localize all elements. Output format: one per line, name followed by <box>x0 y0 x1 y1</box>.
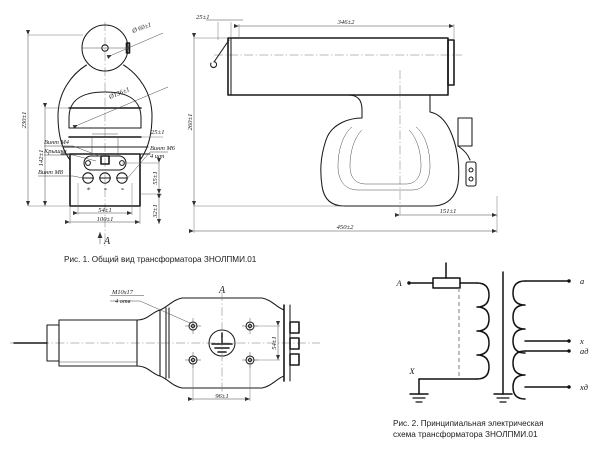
side-bolt-1 <box>468 167 474 173</box>
svg-text:Винт М8: Винт М8 <box>38 169 64 176</box>
svg-text:A: A <box>103 236 111 247</box>
svg-text:151±1: 151±1 <box>440 208 457 215</box>
core-line <box>493 271 513 403</box>
bottom-terminal-1 <box>289 321 300 334</box>
figure2-caption: Рис. 2. Принципиальная электрическая схе… <box>393 418 544 440</box>
dimension-142: 142±1 <box>38 103 69 206</box>
terminal-dot-sec-a <box>567 279 571 283</box>
terminal-mark-right: ⌁ <box>120 186 124 193</box>
dimension-54-front: 54±1 <box>73 183 133 215</box>
svg-text:4 отв: 4 отв <box>115 298 131 305</box>
figure1-caption: Рис. 1. Общий вид трансформатора ЗНОЛПМИ… <box>64 255 257 264</box>
terminal-dot-a <box>407 281 411 285</box>
hook-stem <box>213 39 230 63</box>
cover-screw-left <box>85 160 91 166</box>
dimension-230: 230±1 <box>21 30 83 207</box>
side-terminal-lead <box>457 145 471 161</box>
inner-channel-outer <box>337 126 431 191</box>
figure2-caption-line2: схема трансформатора ЗНОЛПМИ.01 <box>393 430 538 440</box>
side-bolt-2 <box>468 176 474 182</box>
front-view: ⌖ ⌁ ⌁ Ø 60±1 Ø136±1 230±1 142±1 <box>21 21 176 248</box>
mounting-holes <box>185 318 258 368</box>
dimension-260: 260±1 <box>187 33 344 207</box>
terminal-mark-center: ⌁ <box>103 186 107 193</box>
svg-text:25±1: 25±1 <box>151 129 165 136</box>
secondary-winding-aux <box>512 350 526 400</box>
side-small-box <box>465 161 477 187</box>
svg-text:A: A <box>218 285 226 296</box>
dimension-346: 346±2 <box>234 19 455 40</box>
svg-text:142±1: 142±1 <box>38 150 45 167</box>
dimension-450: 450±2 <box>189 206 498 233</box>
svg-text:55±1: 55±1 <box>152 171 159 185</box>
side-terminal-box <box>457 117 473 147</box>
figure2-caption-line1: Рис. 2. Принципиальная электрическая <box>393 419 544 428</box>
svg-text:100±1: 100±1 <box>97 216 114 223</box>
secondary-winding-main <box>512 280 526 354</box>
terminal-box <box>69 153 141 207</box>
svg-text:230±1: 230±1 <box>21 112 28 129</box>
svg-text:x: x <box>579 337 584 346</box>
svg-text:xд: xд <box>579 383 588 392</box>
svg-text:346±2: 346±2 <box>337 19 356 26</box>
dimension-96: 96±1 <box>188 364 251 401</box>
bottom-terminal-2 <box>289 337 300 350</box>
body-profile <box>227 94 460 207</box>
bottom-terminal-3 <box>289 353 300 366</box>
svg-text:aд: aд <box>580 347 588 356</box>
hook-eye <box>210 61 218 69</box>
bushing-tab <box>125 42 131 54</box>
svg-text:54±1: 54±1 <box>98 207 112 214</box>
svg-text:4 шт: 4 шт <box>150 153 165 160</box>
section-arrow-a: A <box>97 232 111 247</box>
cover-screw-center <box>100 155 110 165</box>
inner-channel-inner <box>349 129 422 185</box>
side-view: 25±1 346±2 260±1 151±1 450±2 <box>187 14 498 233</box>
svg-text:Винт М6: Винт М6 <box>150 145 176 152</box>
side-tank-top <box>227 37 449 96</box>
primary-winding <box>476 282 490 380</box>
terminal-dot-aux-x <box>567 385 571 389</box>
terminal-mark-left: ⌖ <box>86 186 91 193</box>
svg-text:A: A <box>395 279 402 288</box>
leader-screw-m6: Винт М6 4 шт <box>125 145 176 181</box>
ground-x <box>409 378 429 403</box>
dimension-54-bottom: 54±1 <box>254 321 280 361</box>
leader-hole-m10: М10х17 4 отв <box>110 289 191 324</box>
svg-text:25±1: 25±1 <box>196 14 210 21</box>
leader-cover: Крышка <box>43 148 97 162</box>
svg-text:a: a <box>580 277 584 286</box>
svg-text:32±1: 32±1 <box>152 204 159 219</box>
dimension-151: 151±1 <box>395 196 498 217</box>
terminal-dot-sec-x <box>567 339 571 343</box>
terminal-dot-aux-a <box>567 349 571 353</box>
svg-text:54±1: 54±1 <box>271 336 278 350</box>
dimension-25-front: 25±1 <box>141 129 165 138</box>
inner-cavity <box>68 91 142 129</box>
dimension-32: 32±1 <box>152 194 161 224</box>
svg-text:X: X <box>408 367 415 376</box>
dimension-100: 100±1 <box>65 206 141 224</box>
svg-text:260±1: 260±1 <box>187 114 194 131</box>
dimension-25-side: 25±1 <box>196 14 243 40</box>
svg-text:М10х17: М10х17 <box>111 289 134 296</box>
svg-text:450±2: 450±2 <box>337 224 355 231</box>
schematic-figure2: A X a x <box>395 262 588 403</box>
svg-text:Крышка: Крышка <box>43 148 67 155</box>
leader-screw-m4: Винт М4 <box>44 139 103 158</box>
svg-text:Винт М4: Винт М4 <box>44 139 70 146</box>
bottom-view: A М10х17 4 отв 54±1 96±1 <box>10 285 320 401</box>
side-flange-right <box>447 39 455 86</box>
svg-text:96±1: 96±1 <box>215 393 229 400</box>
leader-screw-m8: Винт М8 <box>38 169 84 179</box>
